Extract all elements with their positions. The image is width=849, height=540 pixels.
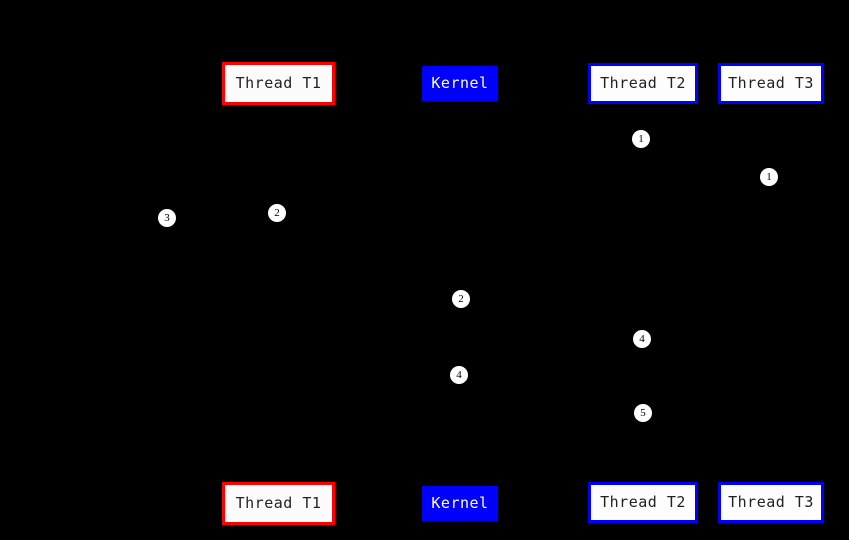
step-badge-label: 1 xyxy=(766,170,772,183)
participant-header-thread-t1-top[interactable]: Thread T1 xyxy=(222,62,335,105)
step-badge: 3 xyxy=(158,209,176,227)
step-badge-label: 5 xyxy=(640,406,646,419)
step-badge: 4 xyxy=(633,330,651,348)
step-badge: 4 xyxy=(450,366,468,384)
message-arrow xyxy=(460,177,771,178)
step-badge-label: 3 xyxy=(164,211,170,224)
step-badge-label: 2 xyxy=(458,292,464,305)
step-badge-label: 4 xyxy=(456,368,462,381)
step-badge-label: 4 xyxy=(639,332,645,345)
participant-label: Thread T3 xyxy=(728,74,814,92)
participant-label: Kernel xyxy=(431,74,489,92)
step-badge: 2 xyxy=(452,290,470,308)
message-arrow xyxy=(460,139,643,140)
participant-footer-thread-t2-bottom[interactable]: Thread T2 xyxy=(588,482,698,523)
lifeline-stem-t3 xyxy=(771,104,772,482)
message-arrow xyxy=(278,299,460,300)
message-arrow xyxy=(460,339,643,340)
message-arrow xyxy=(167,218,278,219)
participant-footer-thread-t1-bottom[interactable]: Thread T1 xyxy=(222,482,335,525)
participant-header-thread-t2-top[interactable]: Thread T2 xyxy=(588,63,698,104)
step-badge: 5 xyxy=(634,404,652,422)
step-badge: 2 xyxy=(268,204,286,222)
participant-label: Thread T2 xyxy=(600,493,686,511)
lifeline-stem-t1 xyxy=(278,105,279,482)
message-arrow xyxy=(460,413,643,414)
participant-header-thread-t3-top[interactable]: Thread T3 xyxy=(718,63,824,104)
participant-label: Thread T3 xyxy=(728,493,814,511)
step-badge-label: 2 xyxy=(274,206,280,219)
message-arrow xyxy=(278,375,460,376)
participant-footer-kernel-bottom[interactable]: Kernel xyxy=(422,486,498,521)
step-badge: 1 xyxy=(760,168,778,186)
lifeline-stem-t2 xyxy=(643,104,644,482)
participant-footer-thread-t3-bottom[interactable]: Thread T3 xyxy=(718,482,824,523)
participant-label: Thread T2 xyxy=(600,74,686,92)
step-badge-label: 1 xyxy=(638,132,644,145)
step-badge: 1 xyxy=(632,130,650,148)
participant-label: Kernel xyxy=(431,494,489,512)
participant-header-kernel-top[interactable]: Kernel xyxy=(422,66,498,101)
participant-label: Thread T1 xyxy=(235,74,322,92)
participant-label: Thread T1 xyxy=(235,494,322,512)
